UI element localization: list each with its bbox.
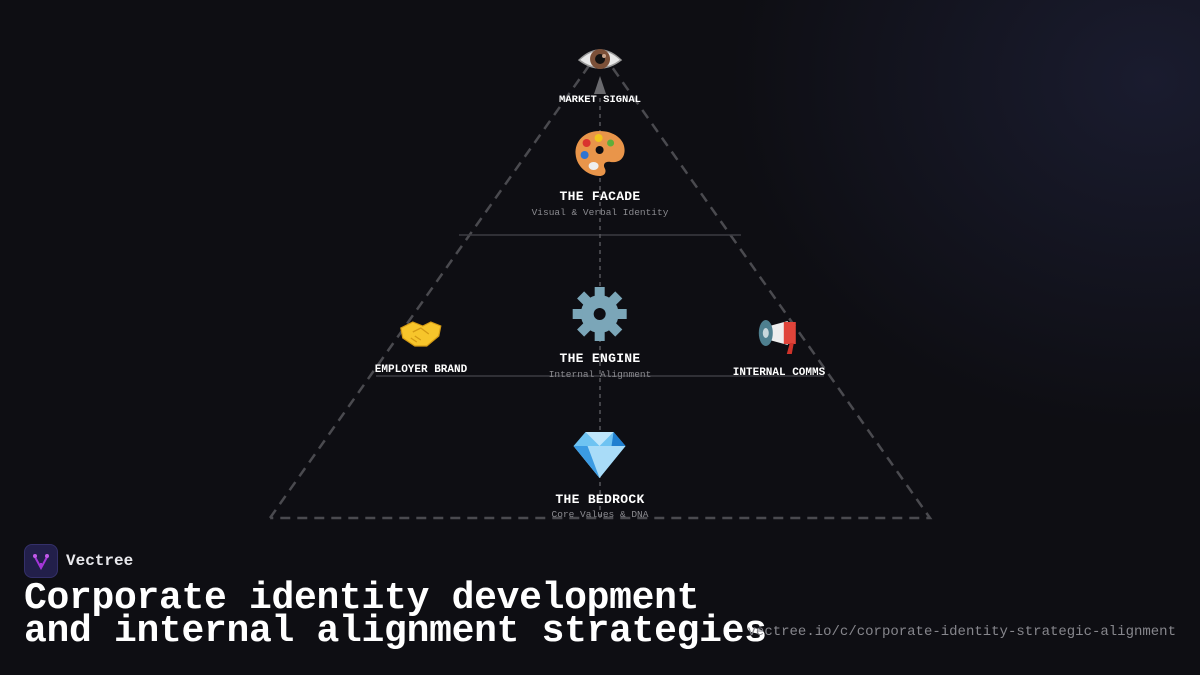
title-line-2: and internal alignment strategies xyxy=(24,610,767,653)
megaphone-icon xyxy=(758,320,796,354)
internal-comms-label: INTERNAL COMMS xyxy=(732,367,826,379)
apex-node: MARKET SIGNAL xyxy=(559,40,641,106)
gear-icon xyxy=(573,287,627,341)
employer-brand-node: EMPLOYER BRAND xyxy=(375,318,467,376)
engine-subtitle: Internal Alignment xyxy=(548,369,652,380)
brand: Vectree xyxy=(24,544,133,578)
bedrock-title: THE BEDROCK xyxy=(555,492,645,507)
palette-icon xyxy=(575,131,625,176)
tier-facade: THE FACADE Visual & Verbal Identity xyxy=(531,128,669,218)
engine-title: THE ENGINE xyxy=(559,351,641,366)
internal-comms-node: INTERNAL COMMS xyxy=(733,313,825,379)
handshake-icon xyxy=(400,321,442,347)
brand-name: Vectree xyxy=(66,552,134,570)
eye-icon xyxy=(577,49,623,69)
tier-bedrock: THE BEDROCK Core Values & DNA xyxy=(551,430,649,520)
apex-label: MARKET SIGNAL xyxy=(559,94,641,106)
bedrock-subtitle: Core Values & DNA xyxy=(551,509,649,520)
facade-title: THE FACADE xyxy=(559,189,641,204)
page-title: Corporate identity development and inter… xyxy=(24,577,767,653)
employer-brand-label: EMPLOYER BRAND xyxy=(374,364,468,376)
gem-icon xyxy=(573,432,626,478)
title-line-1: Corporate identity development xyxy=(24,577,700,620)
arrow-head xyxy=(594,76,606,94)
vectree-logo xyxy=(24,544,58,578)
source-url[interactable]: vectree.io/c/corporate-identity-strategi… xyxy=(747,624,1176,640)
facade-subtitle: Visual & Verbal Identity xyxy=(531,207,669,218)
tier-engine: THE ENGINE Internal Alignment xyxy=(548,287,652,380)
pyramid-outline xyxy=(268,47,933,520)
